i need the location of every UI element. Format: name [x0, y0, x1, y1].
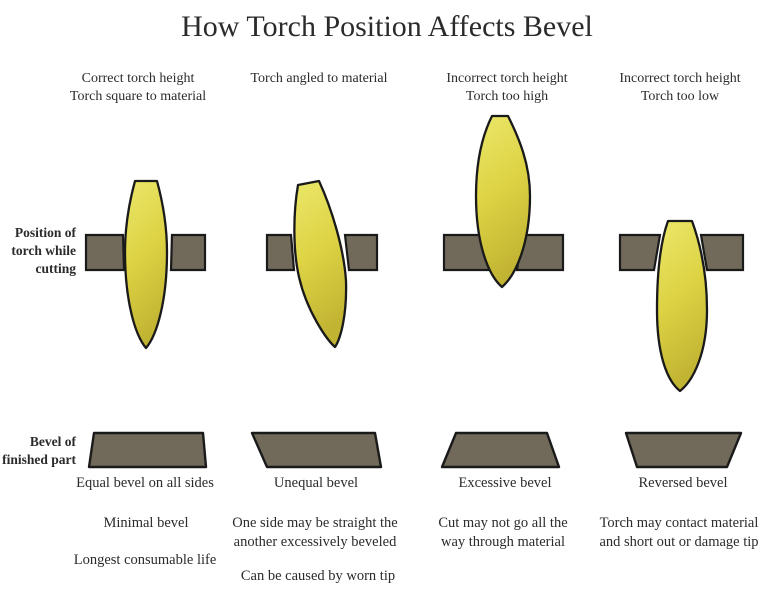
note-line: Cut may not go all the [438, 515, 568, 531]
column-header-angled: Torch angled to material [250, 70, 387, 88]
side-label-line: torch while [11, 243, 76, 258]
column-header-too-low: Incorrect torch height Torch too low [619, 70, 740, 106]
torch-diagram-correct [84, 179, 207, 350]
bevel-caption-excessive: Excessive bevel [458, 475, 552, 491]
note-line: another excessively beveled [233, 534, 397, 550]
header-line: Torch square to material [69, 89, 207, 104]
column-header-correct: Correct torch height Torch square to mat… [70, 70, 206, 106]
header-line: Incorrect torch height [446, 71, 568, 86]
column-header-too-high: Incorrect torch height Torch too high [446, 70, 567, 106]
bevel-shape-reversed [624, 431, 743, 469]
torch-diagram-too-high [442, 114, 565, 289]
note-line: Longest consumable life [73, 552, 217, 568]
header-line: Torch too low [640, 89, 720, 104]
material-right [343, 233, 379, 272]
bevel-caption-reversed: Reversed bevel [638, 475, 728, 491]
side-label-line: cutting [35, 261, 77, 276]
torch-flame-icon [293, 179, 348, 349]
note-line: Minimal bevel [103, 515, 189, 531]
note-consumable-life: Longest consumable life [74, 551, 217, 570]
side-label-torch-position: Position of torch while cutting [0, 224, 76, 278]
note-one-side-straight: One side may be straight the another exc… [232, 514, 398, 552]
note-line: Can be caused by worn tip [240, 568, 396, 584]
header-line: Torch angled to material [250, 71, 388, 86]
note-line: One side may be straight the [232, 515, 398, 531]
torch-flame-icon [655, 219, 709, 393]
torch-diagram-too-low [618, 219, 745, 393]
side-label-line: finished part [2, 452, 76, 467]
side-label-bevel: Bevel of finished part [0, 433, 76, 469]
bevel-caption-unequal: Unequal bevel [273, 475, 359, 491]
note-cut-not-through: Cut may not go all the way through mater… [438, 514, 567, 552]
page-title: How Torch Position Affects Bevel [181, 10, 593, 43]
material-left [618, 233, 662, 272]
material-right [169, 233, 207, 272]
side-label-line: Position of [14, 225, 76, 240]
bevel-shape-excessive [440, 431, 561, 469]
header-line: Correct torch height [81, 71, 195, 86]
material-left [265, 233, 296, 272]
note-torch-contact: Torch may contact material and short out… [599, 514, 758, 552]
torch-flame-icon [123, 179, 169, 350]
torch-flame-icon [474, 114, 532, 289]
note-minimal-bevel: Minimal bevel [104, 514, 189, 533]
side-label-line: Bevel of [29, 434, 76, 449]
bevel-shape-unequal [250, 431, 383, 469]
note-worn-tip: Can be caused by worn tip [241, 567, 395, 586]
note-line: way through material [440, 534, 565, 550]
bevel-caption-equal: Equal bevel on all sides [76, 475, 214, 491]
torch-diagram-angled [265, 179, 379, 349]
material-right [699, 233, 745, 272]
header-line: Torch too high [465, 89, 549, 104]
note-line: Torch may contact material [599, 515, 759, 531]
header-line: Incorrect torch height [619, 71, 741, 86]
material-left [84, 233, 126, 272]
note-line: and short out or damage tip [599, 534, 759, 550]
bevel-shape-equal [87, 431, 208, 469]
